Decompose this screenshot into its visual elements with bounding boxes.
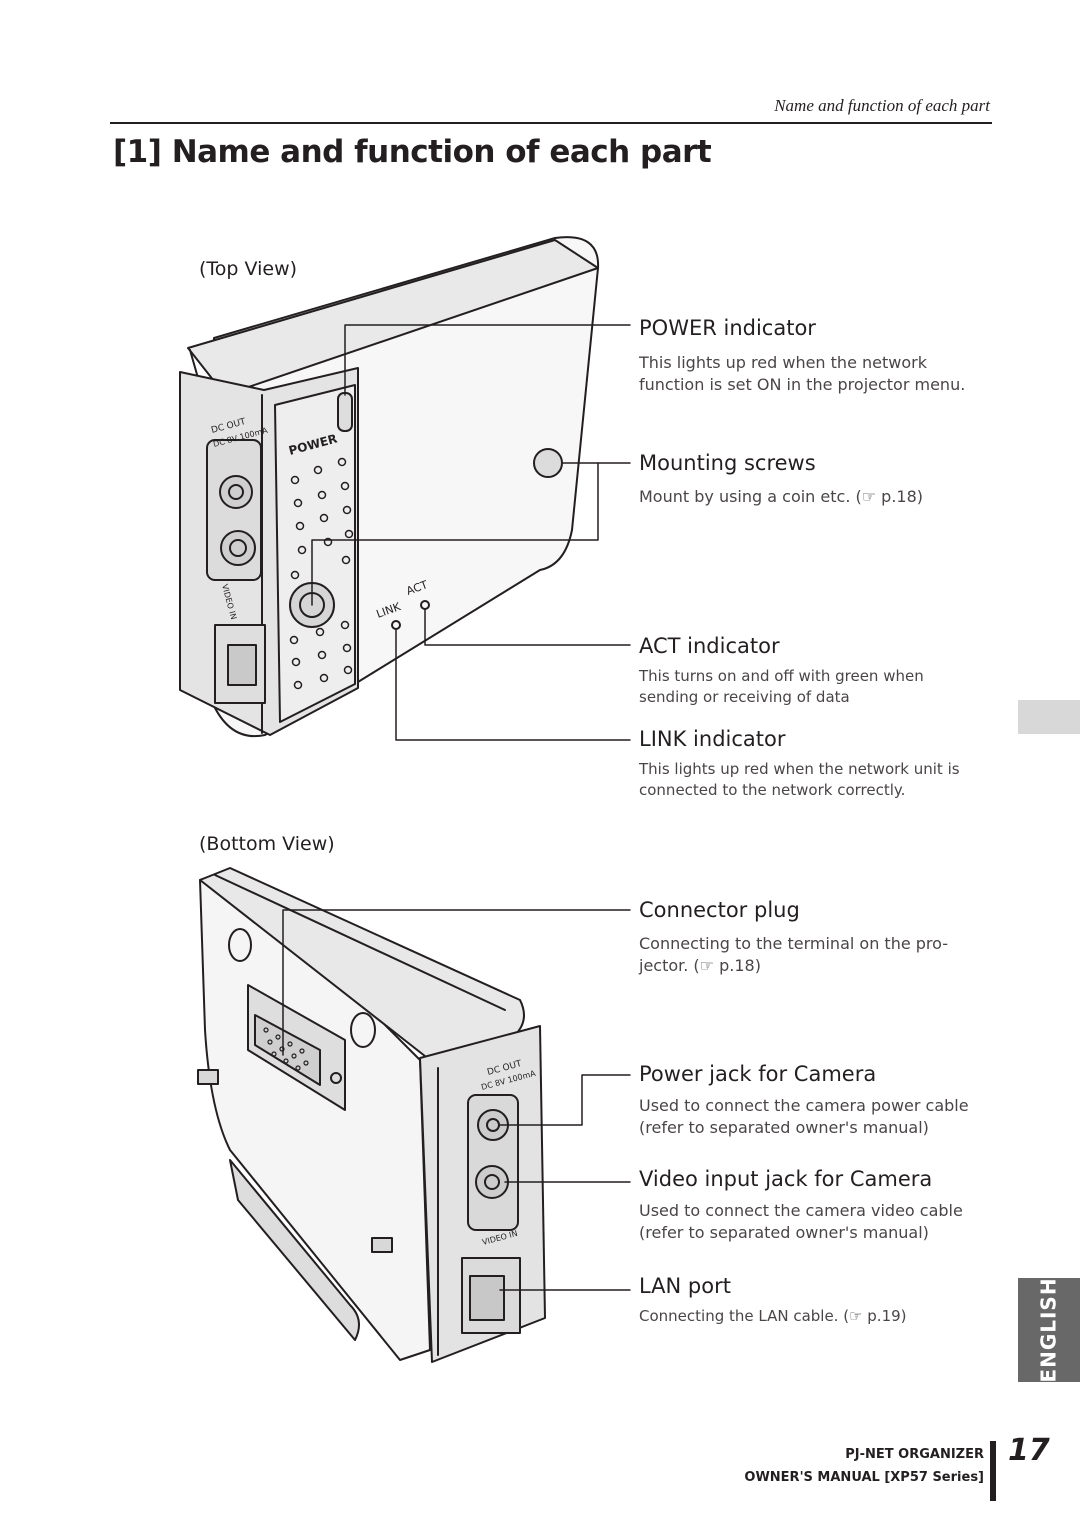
bottom-view-title: (Bottom View): [199, 833, 335, 855]
part-title-power-indicator: POWER indicator: [639, 316, 816, 340]
part-desc-mounting-screws: Mount by using a coin etc. (☞ p.18): [639, 487, 923, 506]
footer-rule: [990, 1441, 996, 1501]
part-desc-power-jack: Used to connect the camera power cable (…: [639, 1096, 969, 1137]
page-title: [1] Name and function of each part: [113, 134, 712, 170]
part-desc-video-input-jack: Used to connect the camera video cable (…: [639, 1201, 963, 1242]
top-view-title: (Top View): [199, 258, 298, 280]
part-title-video-input-jack: Video input jack for Camera: [639, 1167, 933, 1191]
language-tab-label: ENGLISH: [1037, 1277, 1061, 1383]
footer-manual-name: OWNER'S MANUAL [XP57 Series]: [744, 1470, 984, 1485]
top-view-leader-lines: [311, 324, 631, 741]
part-title-lan-port: LAN port: [639, 1274, 731, 1298]
language-tab: ENGLISH: [1018, 1277, 1080, 1383]
part-title-connector-plug: Connector plug: [639, 898, 800, 922]
part-title-mounting-screws: Mounting screws: [639, 451, 816, 475]
part-title-link-indicator: LINK indicator: [639, 727, 786, 751]
part-desc-lan-port: Connecting the LAN cable. (☞ p.19): [639, 1307, 907, 1325]
part-title-power-jack: Power jack for Camera: [639, 1062, 877, 1086]
part-desc-act-indicator: This turns on and off with green when se…: [639, 667, 924, 706]
running-header: Name and function of each part: [774, 96, 990, 115]
part-title-act-indicator: ACT indicator: [639, 634, 780, 658]
bottom-view-leader-lines: [282, 909, 631, 1291]
page-number: 17: [1008, 1433, 1050, 1468]
part-desc-power-indicator: This lights up red when the network func…: [639, 353, 966, 394]
bottom-view-device-illustration: [197, 867, 546, 1363]
part-desc-link-indicator: This lights up red when the network unit…: [639, 760, 960, 799]
part-desc-connector-plug: Connecting to the terminal on the pro- j…: [639, 934, 948, 975]
header-rule: [110, 122, 992, 124]
footer-product-name: PJ-NET ORGANIZER: [845, 1447, 984, 1462]
top-view-device-illustration: [179, 236, 600, 738]
side-tab-marker: [1018, 700, 1080, 734]
